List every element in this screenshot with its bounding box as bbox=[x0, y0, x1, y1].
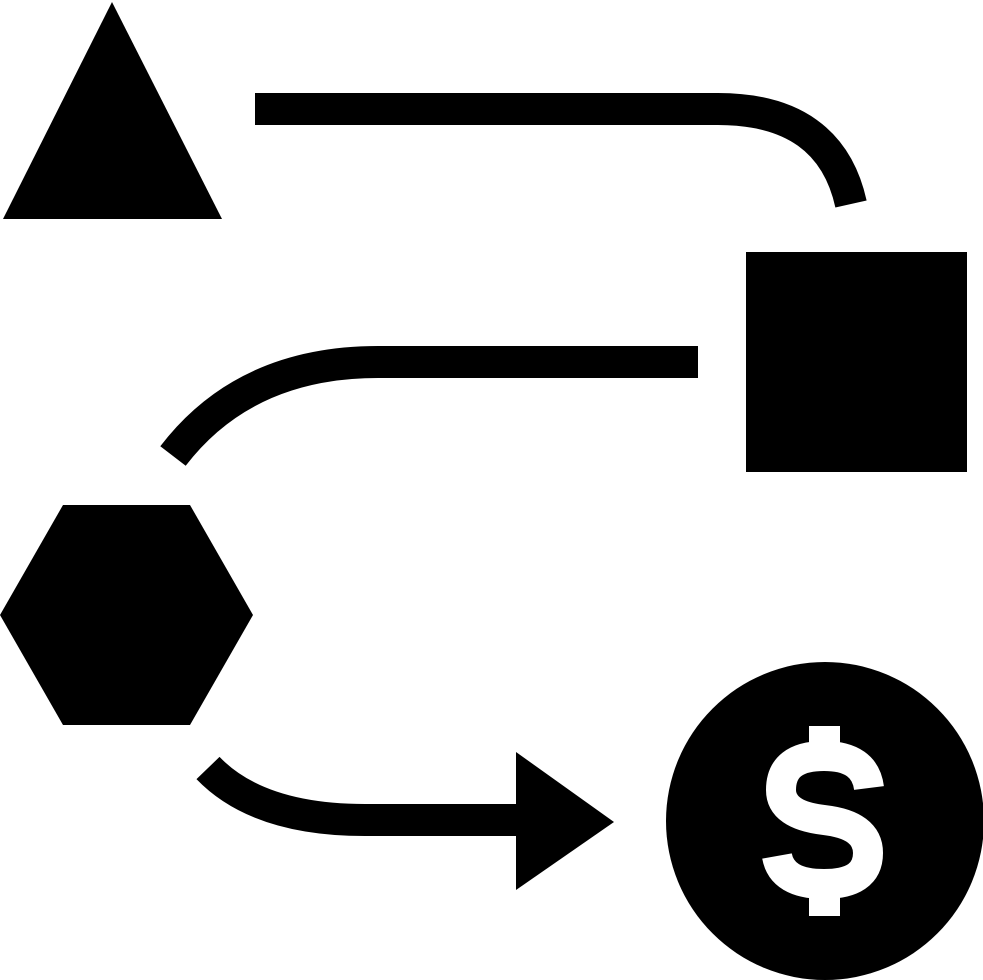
arrow-hexagon-to-dollar-line bbox=[196, 756, 530, 836]
arrowhead-icon bbox=[516, 752, 614, 890]
hexagon-node-icon bbox=[0, 505, 253, 725]
connector-square-to-hexagon bbox=[160, 346, 698, 466]
dollar-sign-bottom-bar bbox=[809, 884, 840, 916]
square-node-icon bbox=[746, 252, 967, 472]
dollar-coin-icon bbox=[666, 662, 983, 980]
dollar-sign-top-bar bbox=[809, 726, 840, 758]
connector-triangle-to-square bbox=[255, 93, 867, 208]
triangle-node-icon bbox=[3, 2, 222, 219]
